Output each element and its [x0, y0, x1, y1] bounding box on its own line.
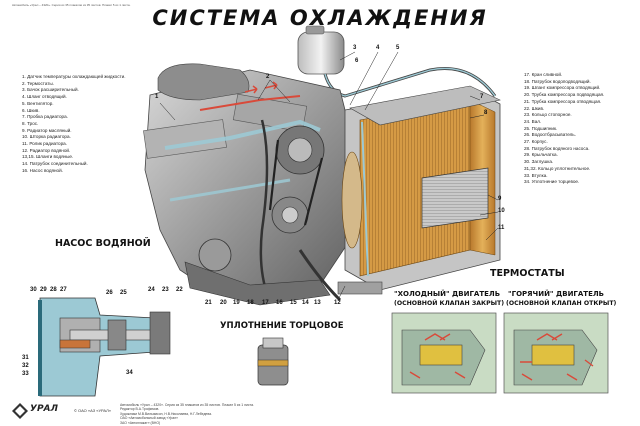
- thermostat-cold-illustration: [391, 312, 497, 394]
- header-note: Автомобиль «Урал – 4320». Серия из 35 пл…: [12, 3, 131, 7]
- hot-engine-title: "ГОРЯЧИЙ" ДВИГАТЕЛЬ: [507, 290, 605, 298]
- legend-item: 22. Шкив.: [524, 105, 545, 111]
- legend-item: 8. Трос.: [22, 120, 39, 126]
- logo-text: УРАЛ: [30, 404, 58, 414]
- callout-6: 6: [355, 58, 359, 64]
- legend-item: 27. Корпус.: [524, 139, 548, 145]
- callout-10: 10: [498, 208, 505, 214]
- thermostat-hot-illustration: [503, 312, 609, 394]
- callout-3: 3: [353, 45, 357, 51]
- legend-item: 17. Кран сливной.: [524, 72, 563, 77]
- callout-20: 20: [220, 300, 227, 306]
- legend-left: 1. Датчик температуры охлаждающей жидкос…: [22, 74, 167, 175]
- legend-item: 11. Ролик радиатора.: [22, 141, 67, 147]
- legend-item: 4. Шланг отводящий.: [22, 94, 67, 100]
- callout-16: 16: [276, 300, 283, 306]
- callout-5: 5: [396, 45, 400, 51]
- face-seal-illustration: [257, 337, 289, 386]
- callout-15: 15: [290, 300, 297, 306]
- legend-item: 30. Заглушка.: [524, 159, 554, 165]
- callout-26: 26: [106, 290, 113, 296]
- legend-item: 16. Насос водяной.: [22, 167, 63, 173]
- legend-item: 28. Патрубок водяного насоса.: [524, 145, 590, 151]
- legend-item: 31,32. Кольцо уплотнительное.: [524, 165, 591, 171]
- callout-17: 17: [262, 300, 269, 306]
- callout-23: 23: [162, 287, 169, 293]
- legend-item: 19. Шланг компрессора отводящий.: [524, 85, 601, 91]
- legend-item: 2. Термостаты.: [22, 80, 54, 86]
- callout-9: 9: [498, 196, 502, 202]
- callout-14: 14: [302, 300, 309, 306]
- callout-28: 28: [50, 287, 57, 293]
- pump-title: НАСОС ВОДЯНОЙ: [55, 238, 151, 249]
- legend-item: 10. Шторка радиатора.: [22, 134, 71, 140]
- legend-item: 20. Трубка компрессора подводящая.: [524, 92, 605, 98]
- legend-item: 18. Патрубок водоподводящий.: [524, 78, 591, 84]
- credit-line: Художники М.В.Вильямсон, Н.В.Николаева, …: [120, 411, 212, 416]
- callout-29: 29: [40, 287, 47, 293]
- thermostats-title: ТЕРМОСТАТЫ: [490, 268, 565, 279]
- legend-item: 33. Втулка.: [524, 172, 548, 178]
- callout-34: 34: [126, 370, 133, 376]
- legend-item: 3. Бачок расширительный.: [22, 87, 79, 93]
- callout-8: 8: [484, 110, 488, 116]
- radiator-assembly: [337, 85, 501, 295]
- legend-item: 9. Радиатор масляный.: [22, 127, 72, 133]
- callout-13: 13: [314, 300, 321, 306]
- legend-item: 34. Уплотнение торцевое.: [524, 179, 580, 185]
- legend-item: 5. Вентилятор.: [22, 100, 54, 106]
- legend-item: 23. Кольцо стопорное.: [524, 112, 572, 118]
- legend-item: 6. Шкив.: [22, 107, 40, 113]
- callout-31: 31: [22, 355, 29, 361]
- callout-30: 30: [30, 287, 37, 293]
- water-pump-section: [38, 297, 171, 397]
- credits: Автомобиль «Урал – 4320». Серия из 35 пл…: [120, 403, 254, 425]
- callout-12: 12: [334, 300, 341, 306]
- callout-4: 4: [376, 45, 380, 51]
- legend-item: 13,15. Шланги водяные.: [22, 154, 74, 160]
- callout-1: 1: [155, 94, 159, 100]
- callout-33: 33: [22, 371, 29, 377]
- callout-27: 27: [60, 287, 67, 293]
- credit-line: Автомобиль «Урал – 4320». Серия из 35 пл…: [120, 403, 254, 407]
- credit-line: ОАО «Автомобильный завод «Урал»: [120, 416, 179, 421]
- callout-24: 24: [148, 287, 155, 293]
- callout-32: 32: [22, 363, 29, 369]
- callout-18: 18: [247, 300, 254, 306]
- callout-11: 11: [498, 225, 505, 231]
- hot-engine-subtitle: (ОСНОВНОЙ КЛАПАН ОТКРЫТ): [506, 300, 617, 307]
- legend-item: 7. Пробка радиатора.: [22, 114, 68, 120]
- credit-line: Редактор В.А.Трофимов.: [120, 407, 160, 412]
- callout-25: 25: [120, 290, 127, 296]
- legend-item: 14. Патрубок соединительный.: [22, 161, 88, 167]
- copyright-code: © ОАО «АЗ «УРАЛ»: [74, 408, 112, 413]
- seal-title: УПЛОТНЕНИЕ ТОРЦОВОЕ: [220, 321, 344, 331]
- expansion-tank: [297, 25, 497, 98]
- credit-line: ЗАО «Автоплакат» (ВНО): [120, 420, 161, 425]
- callout-leaders: [159, 51, 499, 299]
- legend-item: 12. Радиатор водяной.: [22, 147, 71, 153]
- legend-item: 24. Вал.: [524, 118, 542, 124]
- callout-2: 2: [266, 74, 270, 80]
- cold-engine-title: "ХОЛОДНЫЙ" ДВИГАТЕЛЬ: [394, 290, 501, 298]
- callout-19: 19: [233, 300, 240, 306]
- callout-21: 21: [205, 300, 212, 306]
- legend-item: 29. Крыльчатка.: [524, 152, 558, 158]
- legend-right: 17. Кран сливной. 18. Патрубок водоподво…: [524, 72, 636, 186]
- engine-block: [143, 63, 356, 306]
- legend-item: 1. Датчик температуры охлаждающей жидкос…: [22, 74, 126, 79]
- callout-7: 7: [480, 94, 484, 100]
- legend-item: 25. Подшипник.: [524, 125, 558, 131]
- legend-item: 26. Водоотбрасыватель.: [524, 132, 576, 138]
- legend-item: 21. Трубка компрессора отводящая.: [524, 98, 602, 104]
- cold-engine-subtitle: (ОСНОВНОЙ КЛАПАН ЗАКРЫТ): [394, 300, 505, 307]
- callout-22: 22: [176, 287, 183, 293]
